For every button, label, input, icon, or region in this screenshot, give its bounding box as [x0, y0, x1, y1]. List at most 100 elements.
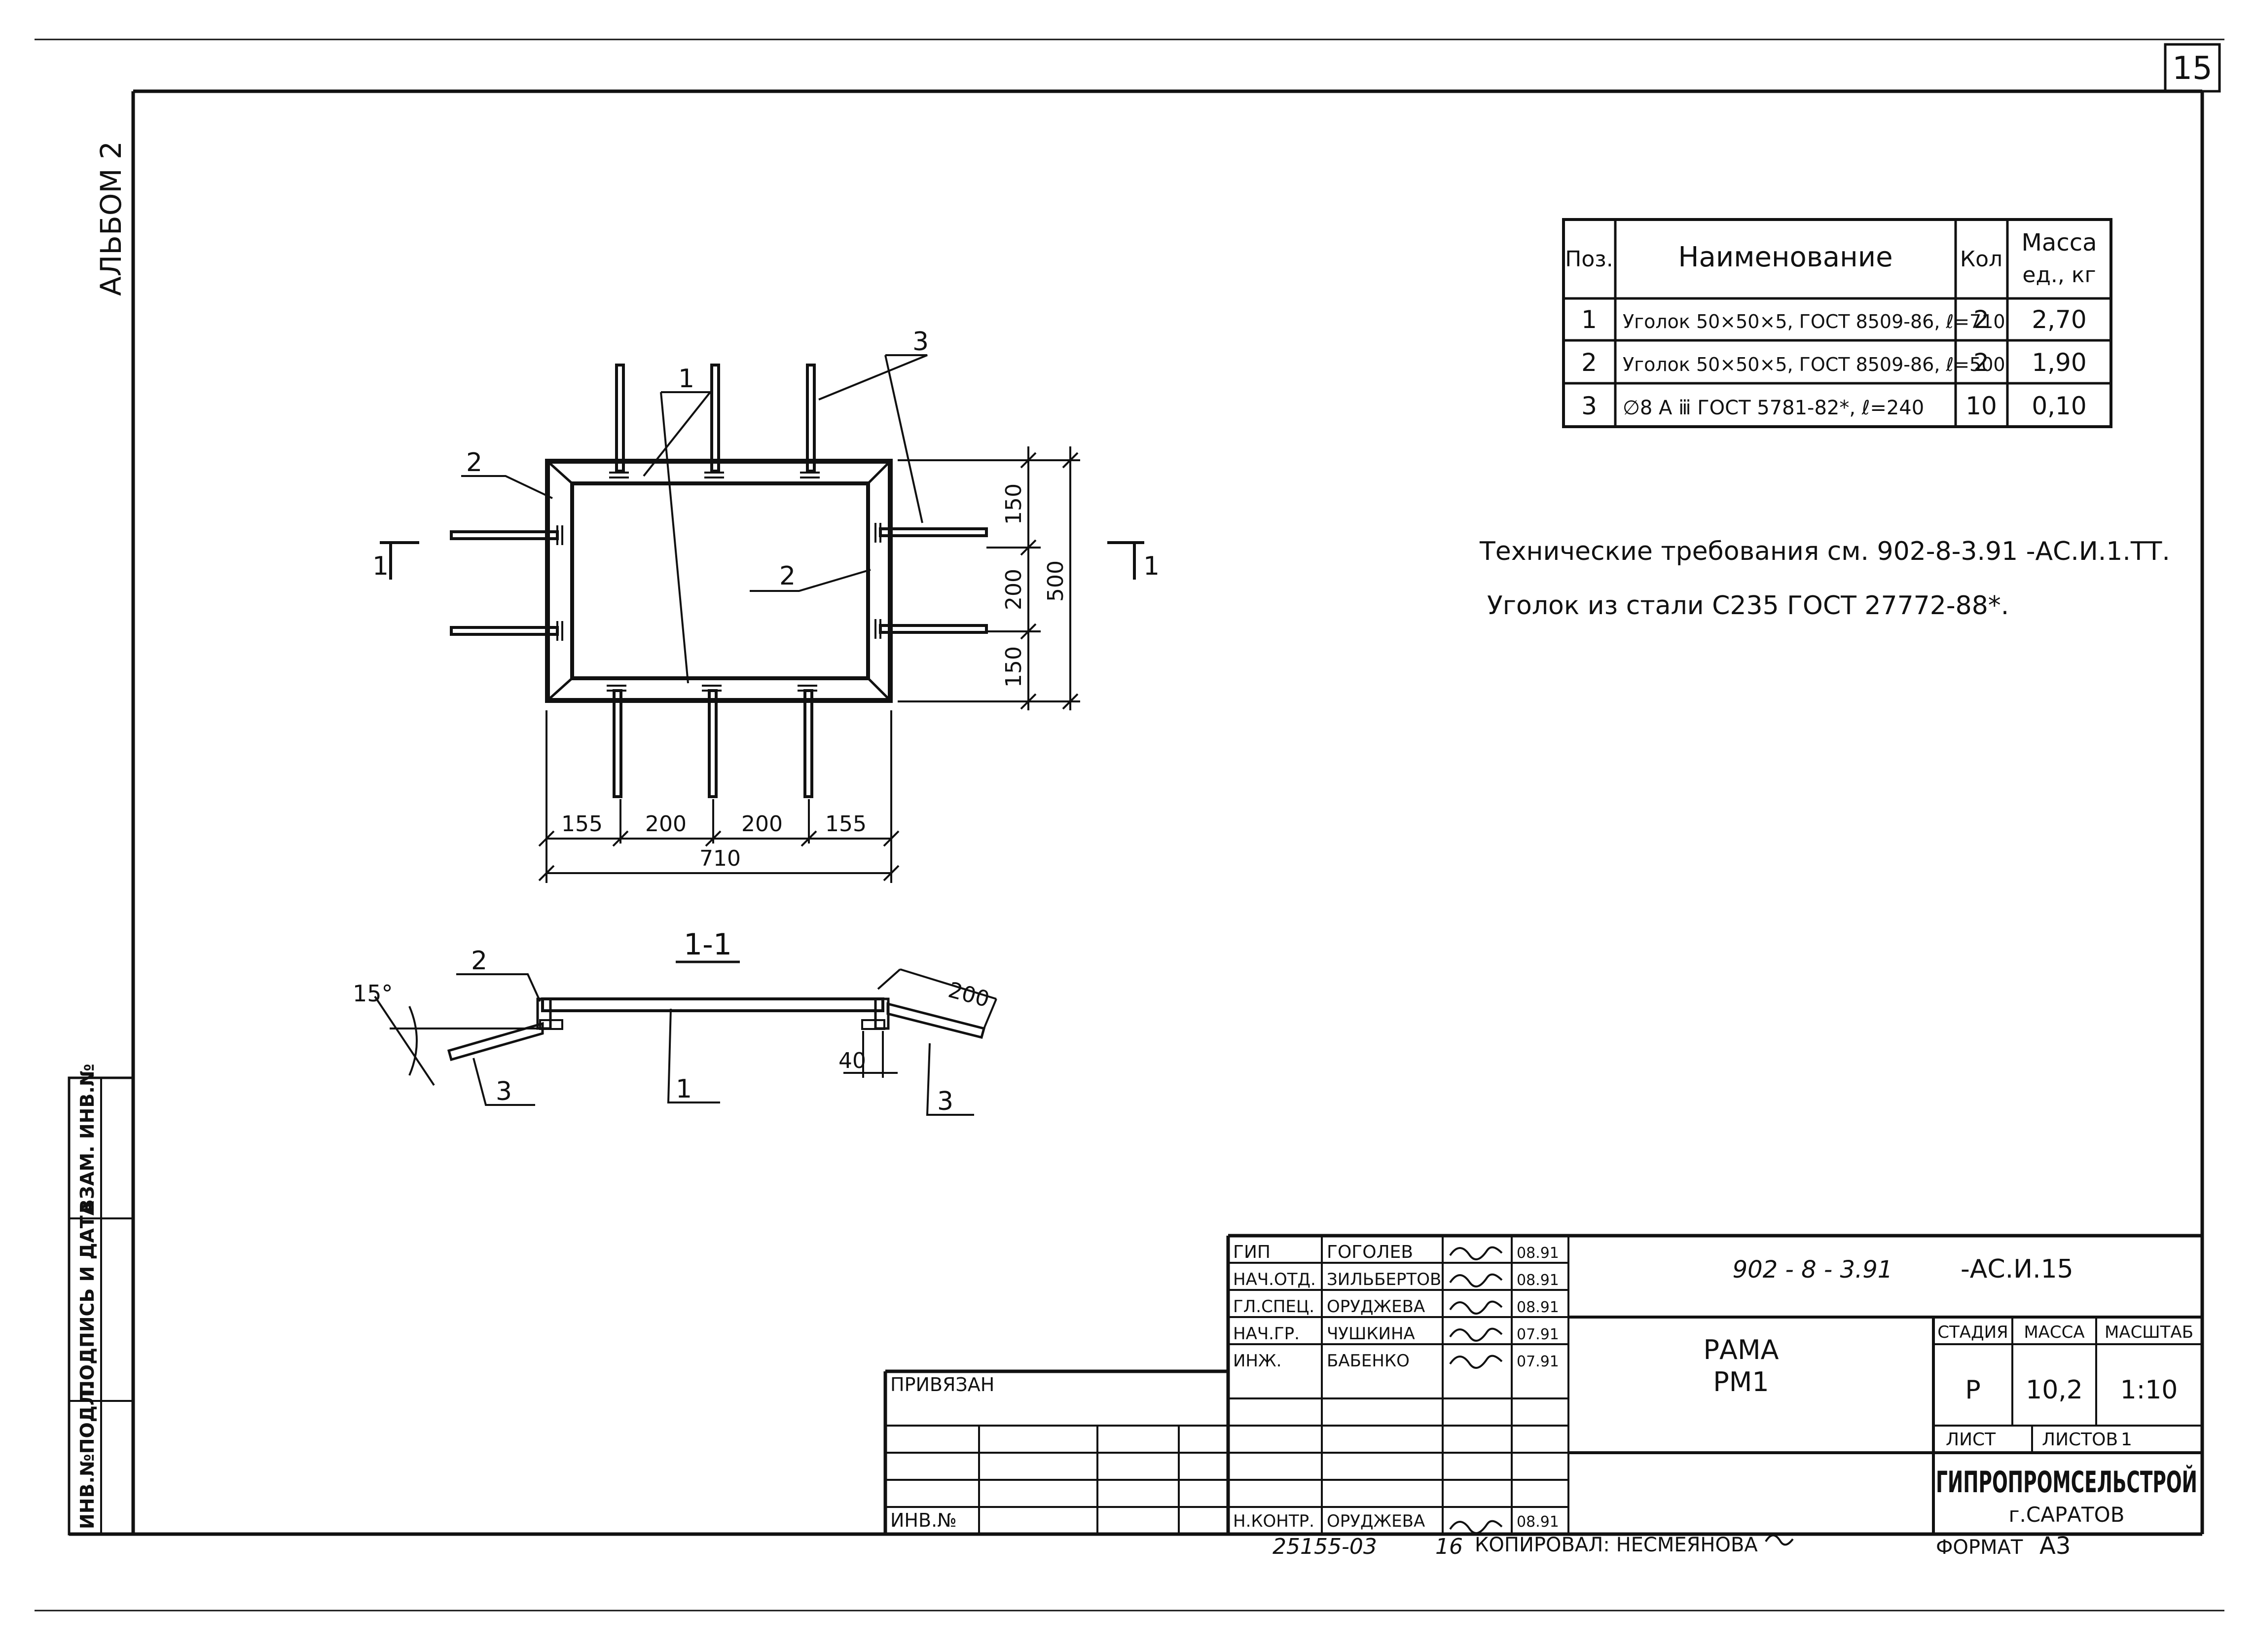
sheet-frame: [35, 38, 2224, 1612]
section-callout-angle-short: 2: [471, 946, 487, 976]
title-block: ГИП ГОГОЛЕВ 08.91 НАЧ.ОТД. ЗИЛЬБЕРТОВ 08…: [883, 1234, 2202, 1560]
spec-row-name: Уголок 50×50×5, ГОСТ 8509-86, ℓ=710: [1623, 311, 2005, 332]
dim-label: 200: [645, 811, 687, 837]
dim-label: 200: [1001, 569, 1026, 610]
dims-right: [898, 446, 1080, 710]
dim-label: 150: [1001, 646, 1026, 688]
spec-row-mass: 1,90: [2032, 348, 2086, 377]
staff-name: ЗИЛЬБЕРТОВ: [1327, 1270, 1441, 1289]
callout-angle-short: 2: [466, 448, 482, 477]
staff-date: 07.91: [1517, 1353, 1559, 1370]
spec-row-qty: 2: [1973, 348, 1989, 377]
length-dimension: [877, 968, 997, 1029]
weld-marks: [556, 472, 881, 692]
section-mark-right: [1107, 541, 1144, 580]
section-dim-offset: 40: [838, 1048, 866, 1073]
staff-name: ЧУШКИНА: [1327, 1324, 1415, 1344]
side-stamp: ИНВ.№ПОДЛ. ПОДПИСЬ И ДАТА ВЗАМ. ИНВ.№: [68, 1064, 135, 1536]
inv-no-label: ИНВ.№: [890, 1509, 957, 1531]
listov-label: ЛИСТОВ: [2042, 1430, 2118, 1450]
masshtab-value: 1:10: [2120, 1375, 2178, 1405]
signature-marks: [1449, 1246, 1794, 1546]
list-label: ЛИСТ: [1946, 1430, 1996, 1450]
masshtab-label: МАСШТАБ: [2105, 1322, 2193, 1342]
staff-role: НАЧ.ОТД.: [1233, 1270, 1316, 1289]
section-callout-rebar-left: 3: [496, 1077, 512, 1106]
callout-angle-long: 1: [678, 364, 694, 394]
org-name: ГИПРОПРОМСЕЛЬСТРОЙ: [1936, 1464, 2197, 1500]
spec-row-qty: 10: [1965, 392, 1997, 420]
rebar-right: [879, 527, 988, 634]
dim-total-width: 710: [699, 846, 741, 871]
staff-role: НАЧ.ГР.: [1233, 1324, 1300, 1344]
section-callout-angle-long: 1: [676, 1074, 692, 1104]
staff-name: ОРУДЖЕВА: [1327, 1297, 1425, 1317]
title-code: 902 - 8 - 3.91: [1733, 1256, 1893, 1284]
spec-header-mass: Масса: [2021, 229, 2097, 257]
staff-date: 08.91: [1517, 1272, 1559, 1289]
spec-row-name: Уголок 50×50×5, ГОСТ 8509-86, ℓ=500: [1623, 354, 2005, 375]
dim-total-height: 500: [1043, 560, 1068, 602]
spec-row-pos: 1: [1581, 305, 1597, 334]
dims-bottom: [538, 710, 900, 883]
section-mark-label: 1: [1143, 551, 1160, 581]
callout-leaders: [461, 354, 928, 684]
stadia-value: Р: [1965, 1375, 1980, 1405]
staff-role: ИНЖ.: [1233, 1351, 1281, 1371]
rebar-top: [615, 364, 816, 473]
note-tech-requirements: Технические требования см. 902-8-3.91 -А…: [1479, 537, 2170, 566]
angle-label: 15°: [353, 980, 393, 1007]
offset-dimension: [843, 1031, 898, 1078]
podpis-data-label: ПОДПИСЬ И ДАТА: [76, 1201, 98, 1396]
note-steel: Уголок из стали С235 ГОСТ 27772-88*.: [1487, 591, 2009, 621]
dim-label: 155: [561, 811, 603, 837]
page-number: 15: [2172, 50, 2212, 87]
dim-label: 150: [1001, 483, 1026, 525]
section-mark-label: 1: [372, 551, 389, 581]
angle-dimension: [374, 995, 543, 1086]
title-doc: -АС.И.15: [1961, 1254, 2073, 1284]
rebar-left: [450, 530, 559, 636]
stadia-label: СТАДИЯ: [1937, 1322, 2008, 1342]
object-title-1: РАМА: [1703, 1334, 1779, 1365]
massa-label: МАССА: [2024, 1322, 2084, 1342]
spec-row-mass: 2,70: [2032, 305, 2086, 334]
staff-name: БАБЕНКО: [1327, 1351, 1410, 1371]
copied-by: КОПИРОВАЛ: НЕСМЕЯНОВА: [1475, 1534, 1758, 1556]
spec-row-pos: 2: [1581, 348, 1597, 377]
dim-label: 155: [825, 811, 867, 837]
spec-header-pos: Поз.: [1565, 247, 1613, 272]
spec-header-name: Наименование: [1678, 241, 1892, 273]
nkontr-role: Н.КОНТР.: [1233, 1511, 1314, 1531]
spec-header-qty: Кол: [1960, 247, 2002, 272]
archive-number: 25155-03: [1273, 1534, 1377, 1559]
format-label: ФОРМАТ: [1936, 1536, 2023, 1559]
spec-table: Поз. Наименование Кол Масса ед., кг 1 Уг…: [1562, 218, 2112, 428]
dim-label: 200: [741, 811, 783, 837]
spec-row-pos: 3: [1581, 392, 1597, 420]
massa-value: 10,2: [2026, 1375, 2083, 1405]
plan-view: 155 200 200 155 710 150 200 150 500 1: [372, 327, 1160, 883]
section-mark-left: [380, 541, 419, 580]
nkontr-date: 08.91: [1517, 1513, 1559, 1531]
object-title-2: РМ1: [1713, 1366, 1769, 1397]
staff-date: 07.91: [1517, 1326, 1559, 1343]
privyazan-label: ПРИВЯЗАН: [890, 1374, 994, 1395]
section-callout-rebar-right: 3: [937, 1087, 953, 1116]
inv-podl-label: ИНВ.№ПОДЛ.: [76, 1383, 98, 1529]
staff-role: ГЛ.СПЕЦ.: [1233, 1297, 1314, 1317]
section-title: 1-1: [684, 927, 732, 962]
album-label: АЛЬБОМ 2: [94, 141, 128, 296]
format-value: А3: [2039, 1532, 2071, 1560]
staff-role: ГИП: [1233, 1242, 1271, 1262]
nkontr-name: ОРУДЖЕВА: [1327, 1511, 1425, 1531]
sheet-sequence: 16: [1435, 1534, 1463, 1559]
spec-row-name: ∅8 A ⅲ ГОСТ 5781-82*, ℓ=240: [1623, 397, 1924, 419]
callout-rebar: 3: [912, 327, 929, 357]
org-city: г.САРАТОВ: [2008, 1503, 2124, 1527]
staff-date: 08.91: [1517, 1245, 1559, 1262]
callout-angle-short-inner: 2: [779, 561, 796, 591]
section-dim-length: 200: [946, 977, 992, 1012]
rebar-bottom: [613, 689, 813, 798]
